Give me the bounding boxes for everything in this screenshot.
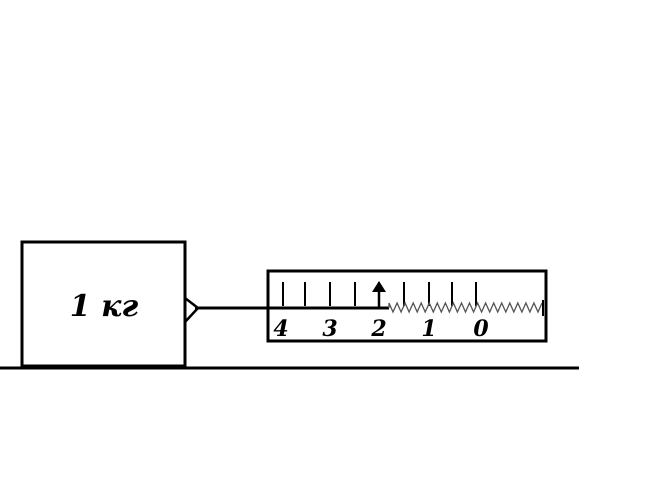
scale-number-0: 0 xyxy=(473,316,489,342)
scale-number-1: 1 xyxy=(421,316,436,342)
dynamometer: 4 3 2 1 0 xyxy=(266,269,548,343)
scale-number-4: 4 xyxy=(273,316,288,342)
block-label: 1 кг xyxy=(70,289,139,324)
spring xyxy=(388,301,543,314)
scale-number-2: 2 xyxy=(370,316,386,342)
scale-number-3: 3 xyxy=(322,316,337,342)
dynamometer-housing xyxy=(266,269,548,343)
block-hook xyxy=(184,297,200,323)
block-body xyxy=(20,240,187,368)
pointer-arrow-icon xyxy=(372,281,386,308)
block: 1 кг xyxy=(20,240,187,368)
